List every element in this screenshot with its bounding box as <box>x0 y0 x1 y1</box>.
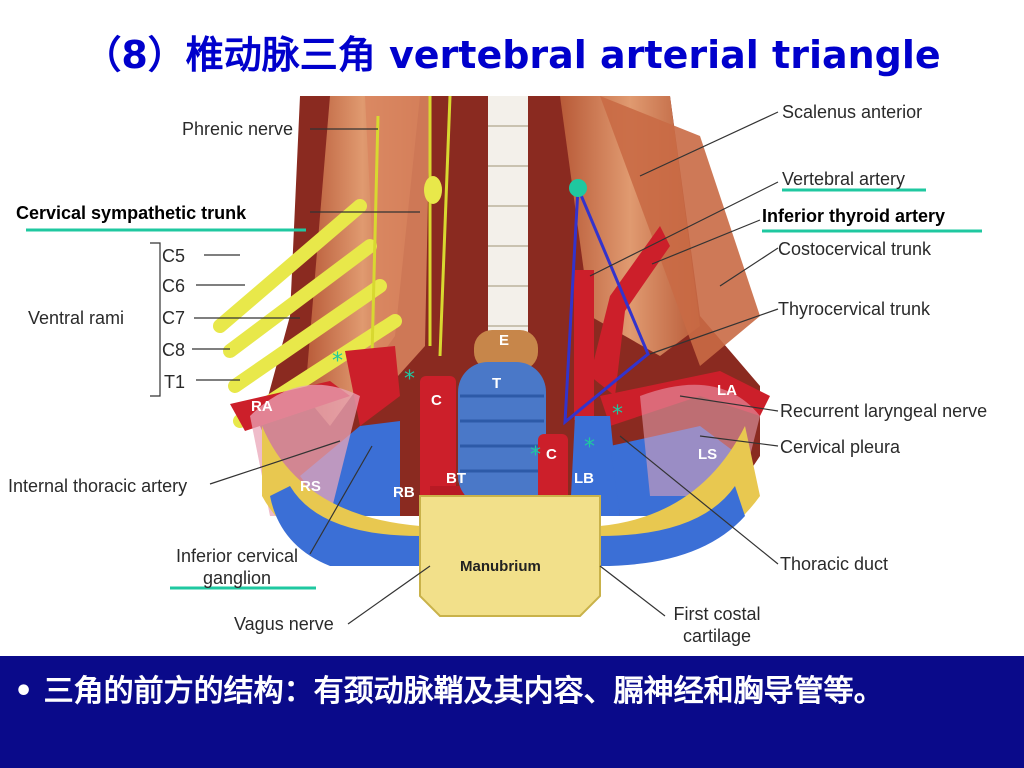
label-scalenus-anterior: Scalenus anterior <box>782 102 923 122</box>
trachea-rings <box>460 394 544 473</box>
anatomy-figure: * * * * * <box>0 96 1024 656</box>
label-vertebral-artery: Vertebral artery <box>782 169 906 189</box>
right-subclavian-vein-lower <box>270 486 420 566</box>
label-ventral-rami: Ventral rami <box>28 308 125 328</box>
leader-lines <box>150 111 779 625</box>
left-longus-muscle <box>365 96 430 396</box>
structure-label-e: E <box>499 332 510 349</box>
vertebra-segments <box>488 125 528 327</box>
label-c5: C5 <box>162 246 186 266</box>
label-inferior-cervical-ganglion-2: ganglion <box>202 568 272 588</box>
label-vagus-nerve: Vagus nerve <box>234 614 334 634</box>
trachea <box>458 362 546 506</box>
structure-label-t: T <box>492 375 502 392</box>
label-thoracic-duct: Thoracic duct <box>780 554 889 574</box>
svg-text:*: * <box>584 435 595 460</box>
left-brachiocephalic-vein <box>570 416 620 516</box>
thyrocervical-trunk-vessel <box>590 226 670 396</box>
left-subclavian-vein-lower <box>600 486 745 566</box>
label-cervical-sympathetic-trunk: Cervical sympathetic trunk <box>16 203 247 223</box>
structure-label-rb: RB <box>393 484 415 501</box>
middle-cervical-ganglion <box>424 176 442 204</box>
svg-text:*: * <box>332 349 343 374</box>
svg-text:*: * <box>612 402 623 427</box>
label-t1: T1 <box>164 372 186 392</box>
triangle-apex-marker <box>569 179 587 197</box>
bottom-text-bar: • 三角的前方的结构：有颈动脉鞘及其内容、膈神经和胸导管等。 <box>0 656 1024 768</box>
structure-label-rs: RS <box>300 478 321 495</box>
structure-label-ls: LS <box>698 446 718 463</box>
highlight-underlines <box>26 188 982 590</box>
vertebral-artery-vessel <box>574 270 594 420</box>
manubrium-bone <box>419 495 601 617</box>
structure-label-manubrium: Manubrium <box>460 558 541 575</box>
bottom-bullet-text: • 三角的前方的结构：有颈动脉鞘及其内容、膈神经和胸导管等。 <box>14 674 884 709</box>
structure-label-lb: LB <box>574 470 594 487</box>
vertebral-column <box>488 96 528 346</box>
anatomy-illustration: * * * * * <box>26 96 982 625</box>
esophagus <box>474 330 538 370</box>
label-inferior-thyroid-artery: Inferior thyroid artery <box>762 206 946 226</box>
right-common-carotid-artery <box>420 376 456 516</box>
label-c8: C8 <box>162 340 186 360</box>
small-nerves <box>370 96 452 357</box>
label-recurrent-laryngeal-nerve: Recurrent laryngeal nerve <box>780 401 988 421</box>
svg-text:*: * <box>404 367 415 392</box>
label-c7: C7 <box>162 308 186 328</box>
label-c6: C6 <box>162 276 186 296</box>
svg-text:*: * <box>530 443 541 468</box>
label-first-costal-cartilage-1: First costal <box>673 604 761 624</box>
label-phrenic-nerve: Phrenic nerve <box>182 119 294 139</box>
label-thyrocervical-trunk: Thyrocervical trunk <box>778 299 931 319</box>
structure-label-la: LA <box>717 382 737 399</box>
slide-title: （8）椎动脉三角 vertebral arterial triangle <box>83 33 941 77</box>
label-costocervical-trunk: Costocervical trunk <box>778 239 932 259</box>
right-vertebral-region-artery <box>345 346 400 426</box>
green-asterisks: * * * * * <box>332 349 623 468</box>
structure-label-c-right: C <box>431 392 442 409</box>
label-inferior-cervical-ganglion-1: Inferior cervical <box>175 546 299 566</box>
structure-label-bt: BT <box>446 470 466 487</box>
structure-label-c-left: C <box>546 446 557 463</box>
left-common-carotid-artery <box>538 434 568 514</box>
structure-label-ra: RA <box>251 398 273 415</box>
vertebral-arterial-triangle-outline <box>563 187 650 426</box>
label-internal-thoracic-artery: Internal thoracic artery <box>8 476 188 496</box>
label-cervical-pleura: Cervical pleura <box>780 437 901 457</box>
label-first-costal-cartilage-2: cartilage <box>682 626 752 646</box>
